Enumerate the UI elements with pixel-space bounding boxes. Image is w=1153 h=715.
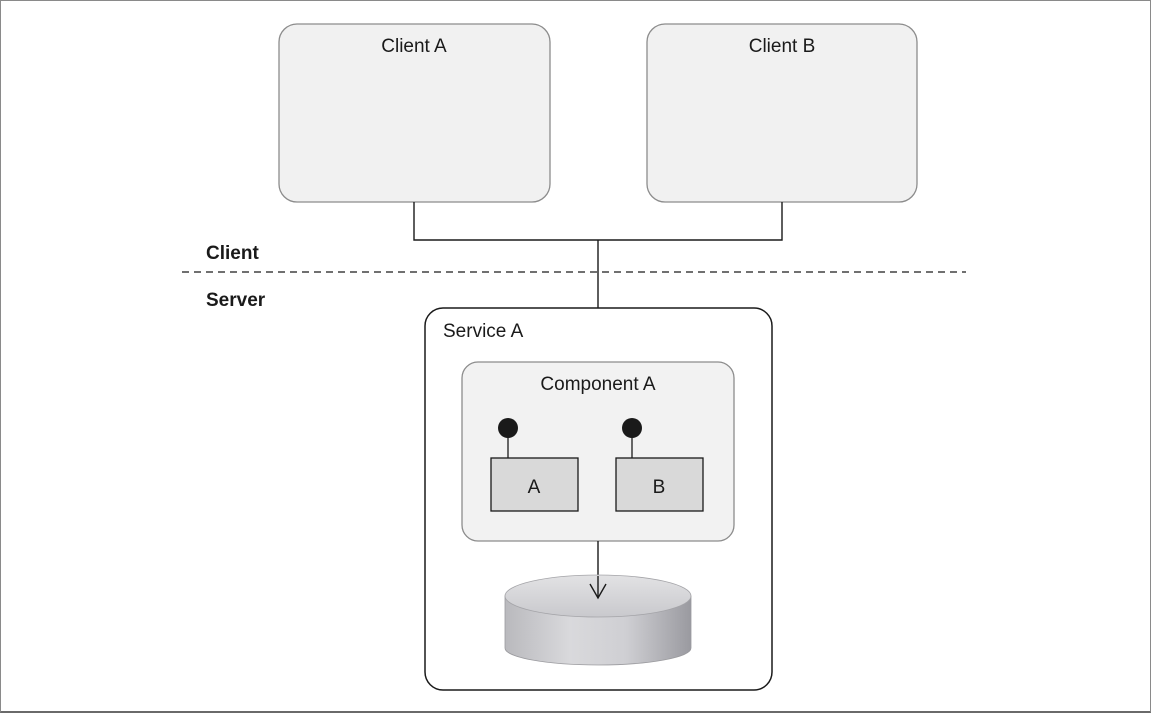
database-cylinder-icon bbox=[504, 574, 692, 666]
client-b-box: Client B bbox=[646, 23, 918, 203]
component-a-label: Component A bbox=[540, 374, 655, 395]
interface-b-rect bbox=[615, 457, 704, 512]
interface-a-label: A bbox=[528, 477, 541, 498]
component-a-box: Component A bbox=[461, 361, 735, 542]
client-a-box: Client A bbox=[278, 23, 551, 203]
server-zone-label: Server bbox=[206, 290, 266, 311]
interface-a: A bbox=[490, 418, 579, 512]
database-arrowhead-overlay bbox=[589, 583, 607, 600]
interface-b-lollipop-icon bbox=[622, 418, 642, 438]
client-a-label: Client A bbox=[381, 36, 447, 57]
interface-a-rect bbox=[490, 457, 579, 512]
client-zone-label: Client bbox=[206, 243, 259, 264]
interface-b-label: B bbox=[653, 477, 666, 498]
interface-b: B bbox=[615, 418, 704, 512]
service-a-label: Service A bbox=[443, 321, 524, 342]
client-b-label: Client B bbox=[749, 36, 816, 57]
client-join-line bbox=[413, 202, 783, 241]
interface-a-lollipop-icon bbox=[498, 418, 518, 438]
